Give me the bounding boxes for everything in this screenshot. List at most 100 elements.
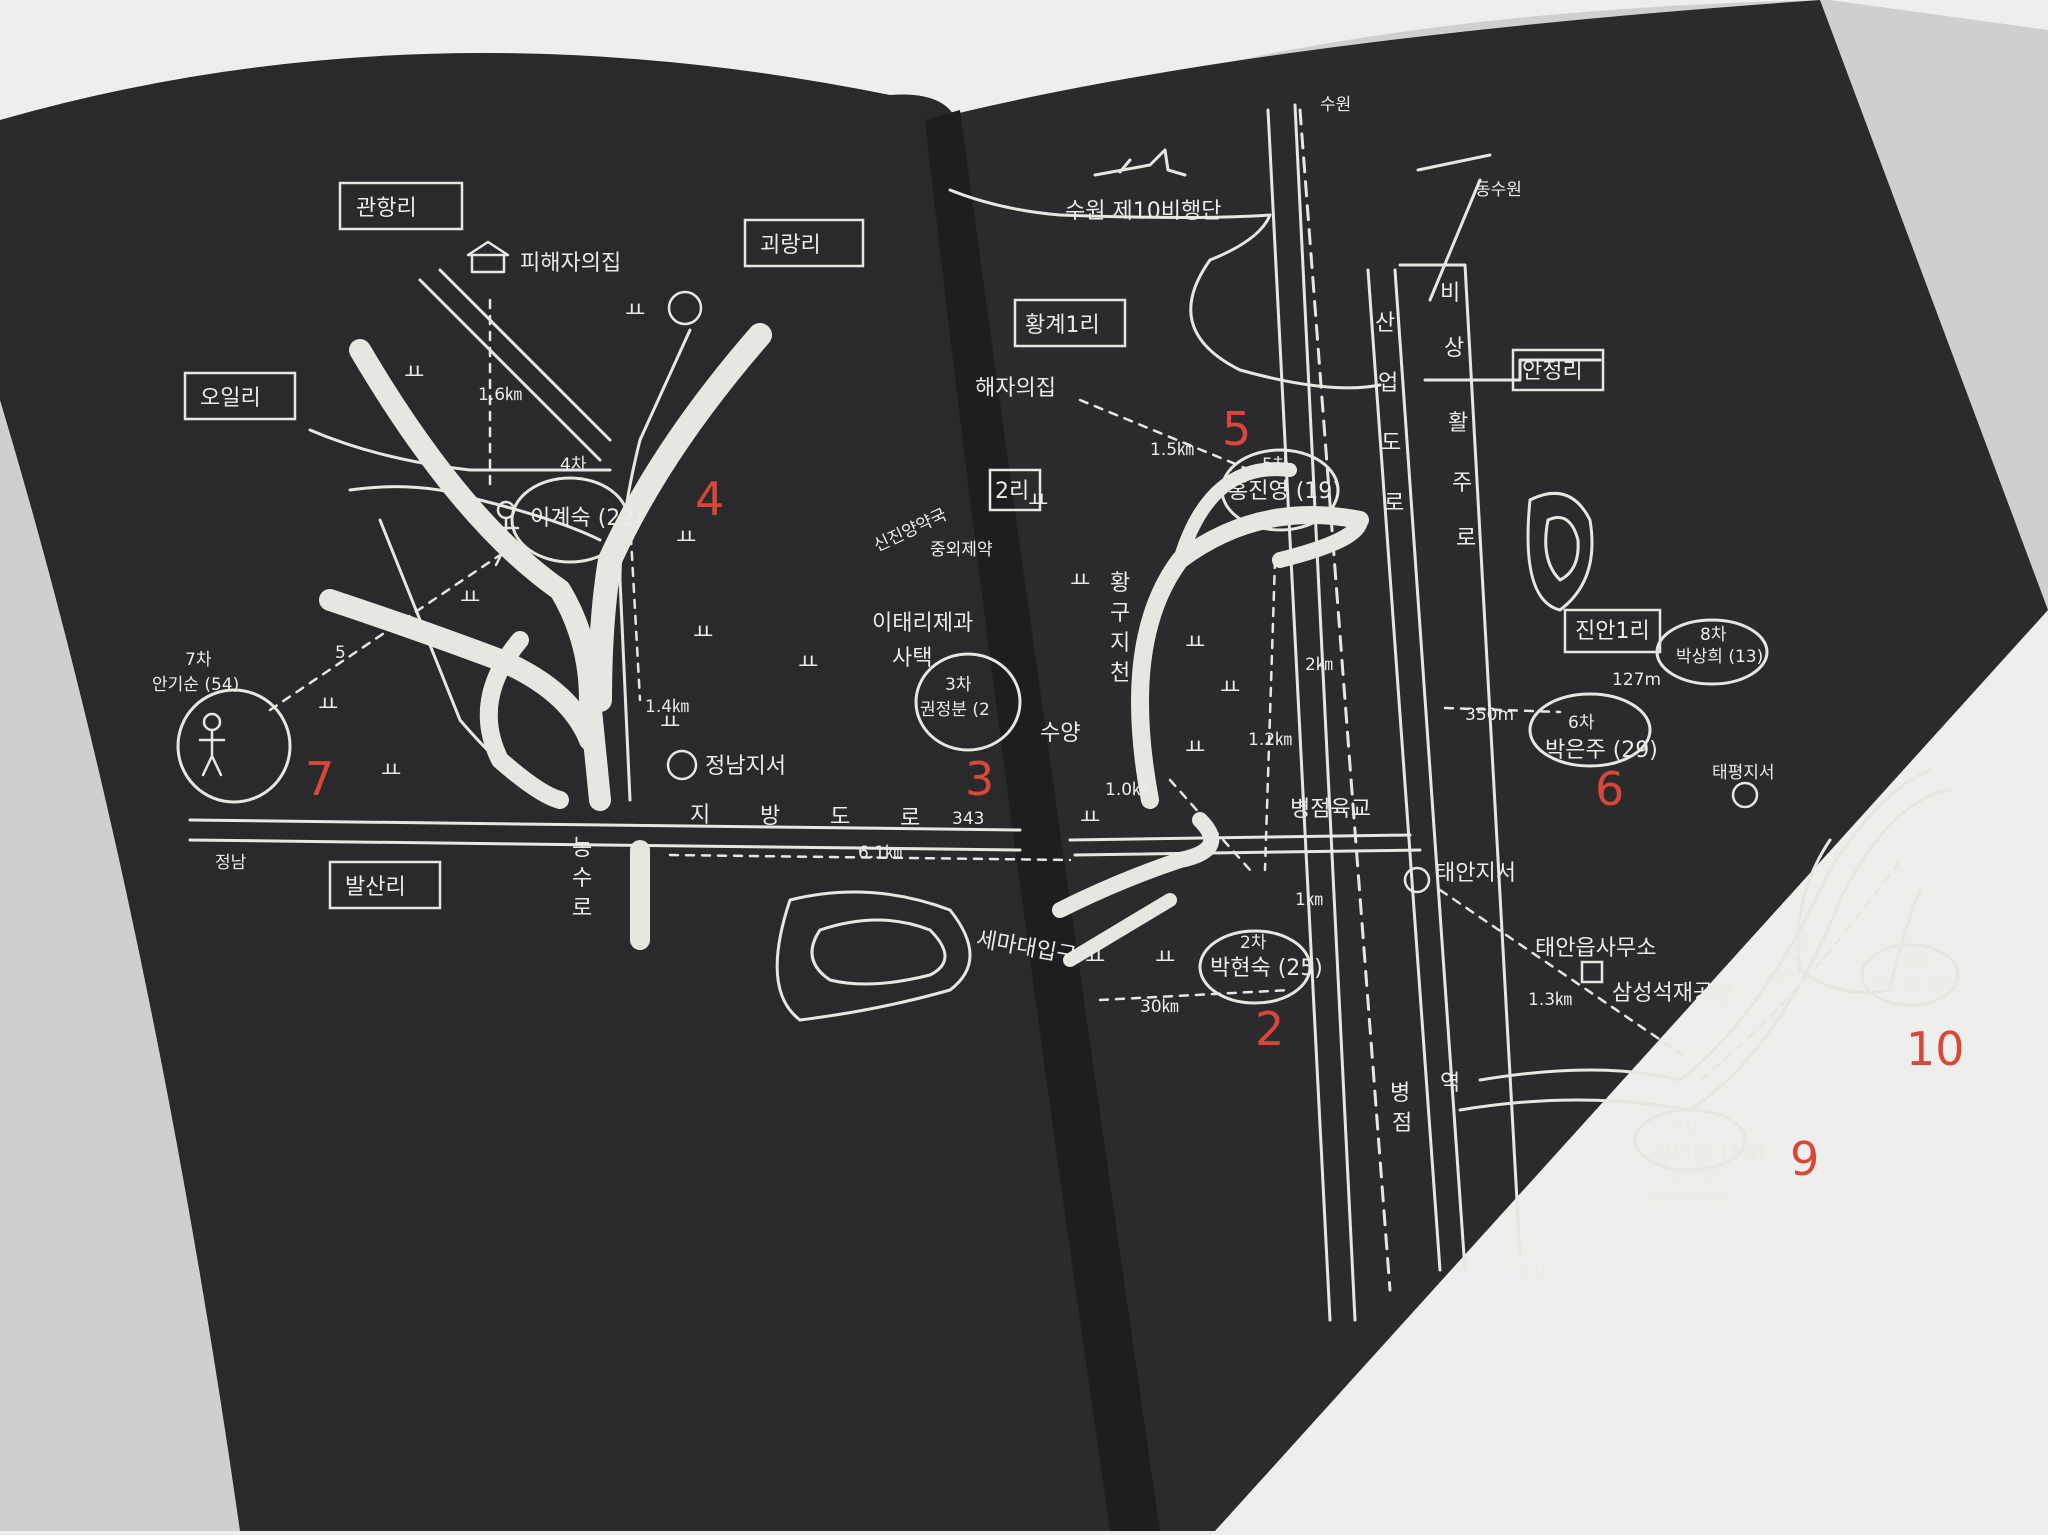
- case7-order: 7차: [185, 650, 212, 670]
- victim-house-label: 피해자의집: [520, 251, 621, 276]
- station-char-2: 점: [1392, 1111, 1412, 1136]
- road-char-3: 도: [830, 805, 850, 830]
- runway-3: 활: [1448, 411, 1468, 436]
- ri2-label: 2리: [995, 479, 1029, 504]
- case7-number: 7: [305, 752, 334, 806]
- case6-number: 6: [1595, 762, 1624, 816]
- case4-name: 이계숙 (22): [530, 506, 643, 531]
- case7-name: 안기순 (54): [152, 675, 239, 695]
- nongsuro-char-1: 농: [572, 836, 592, 861]
- case5-number: 5: [1222, 402, 1251, 456]
- svg-text:ㅛ: ㅛ: [1080, 806, 1100, 831]
- case3-order: 3차: [945, 675, 972, 695]
- air-base-label: 수원 제10비행단: [1065, 199, 1221, 224]
- case4-number: 4: [695, 472, 724, 526]
- paddy-symbols: ㅛ ㅛ ㅛ ㅛ ㅛ ㅛ ㅛ ㅛ ㅛ: [318, 299, 818, 784]
- road-char-1: 지: [690, 803, 710, 828]
- hwanggu-2: 구: [1110, 601, 1130, 626]
- road-number: 343: [952, 809, 984, 829]
- distance-350: 350m: [1465, 705, 1514, 725]
- svg-text:ㅛ: ㅛ: [381, 759, 401, 784]
- road-char-2: 방: [760, 804, 780, 829]
- distance-1-2: 1.2㎞: [1248, 730, 1292, 750]
- suwon-label: 수원: [1320, 95, 1351, 115]
- jungoe-label: 중외제약: [930, 540, 993, 560]
- nongsuro-char-3: 로: [572, 896, 592, 921]
- nongsiri-1: 태안읍: [1670, 1165, 1717, 1185]
- road-char-4: 로: [900, 806, 920, 831]
- barber-label: 이태리제과: [872, 611, 973, 636]
- distance-2: 2㎞: [1305, 655, 1333, 675]
- case4-order: 4차: [560, 455, 587, 475]
- village-oil: 오일리: [200, 386, 261, 411]
- industrial-road-3: 도: [1381, 431, 1401, 456]
- case3-name: 권정분 (2: [920, 700, 990, 720]
- industrial-road-1: 산: [1375, 311, 1395, 336]
- case6-name: 박은주 (29): [1545, 738, 1658, 763]
- svg-text:ㅛ: ㅛ: [318, 693, 338, 718]
- distance-30: 30㎞: [1140, 997, 1179, 1017]
- case5-order: 5차: [1262, 455, 1289, 475]
- case2-order: 2차: [1240, 933, 1267, 953]
- distance-127: 127m: [1612, 670, 1661, 690]
- case8-name: 박상희 (13): [1676, 647, 1763, 667]
- case2-name: 박현숙 (25): [1210, 956, 1323, 981]
- distance-1-6: 1.6㎞: [478, 385, 522, 405]
- runway-4: 주: [1452, 471, 1472, 496]
- village-gwanhang: 관항리: [356, 196, 417, 221]
- village-jinan: 진안1리: [1575, 619, 1650, 644]
- taean-office: 태안읍사무소: [1535, 936, 1656, 961]
- svg-text:ㅛ: ㅛ: [676, 526, 696, 551]
- sataek-label: 사택: [892, 646, 932, 671]
- distance-1-5: 1.5㎞: [1150, 440, 1194, 460]
- hwanggu-1: 황: [1110, 571, 1130, 596]
- case6-order: 6차: [1568, 713, 1595, 733]
- case5-name: 홍진영 (19): [1228, 479, 1341, 504]
- case9-order: 9차: [1672, 1117, 1699, 1137]
- case2-number: 2: [1255, 1002, 1284, 1056]
- taejeong-label: 태평지서: [1712, 763, 1775, 783]
- taean-police: 태안지서: [1435, 861, 1516, 886]
- svg-text:ㅛ: ㅛ: [404, 361, 424, 386]
- right-map: ㅛ ㅛ ㅛ ㅛ ㅛ ㅛ ㅛ ㅛ: [775, 103, 1960, 1322]
- village-hwanggye: 황계1리: [1025, 313, 1100, 338]
- distance-1-4: 1.4㎞: [645, 697, 689, 717]
- distance-1-3: 1.3㎞: [1528, 990, 1572, 1010]
- case3-number: 3: [965, 752, 994, 806]
- jeongnam-label: 정남: [215, 853, 247, 873]
- victim-house-partial: 해자의집: [975, 376, 1056, 401]
- distance-1-0: 1.0㎞: [1105, 780, 1149, 800]
- svg-text:ㅛ: ㅛ: [1185, 631, 1205, 656]
- industrial-road-4: 로: [1384, 491, 1404, 516]
- samsung-factory: 삼성석재공장: [1612, 981, 1733, 1006]
- svg-text:ㅛ: ㅛ: [1155, 946, 1175, 971]
- right-page: [930, 0, 2048, 1531]
- runway-5: 로: [1456, 526, 1476, 551]
- distance-1: 1㎞: [1295, 890, 1323, 910]
- left-map: ㅛ ㅛ ㅛ ㅛ ㅛ ㅛ ㅛ ㅛ ㅛ: [176, 181, 1072, 950]
- case10-name: 권순상 (69): [1872, 975, 1959, 995]
- station-char-3: 역: [1440, 1071, 1460, 1096]
- case9-number: 9: [1790, 1132, 1819, 1186]
- village-goerang: 괴랑리: [760, 233, 821, 258]
- svg-text:ㅛ: ㅛ: [1070, 569, 1090, 594]
- svg-text:ㅛ: ㅛ: [798, 651, 818, 676]
- osan-label: 오산: [1515, 1263, 1547, 1283]
- station-char-1: 병: [1390, 1081, 1410, 1106]
- hwanggu-3: 지: [1110, 631, 1130, 656]
- byeongjeom-bridge: 병점육교: [1290, 797, 1371, 822]
- nongsuro-char-2: 수: [572, 866, 592, 891]
- village-balsan: 발산리: [345, 875, 406, 900]
- svg-text:ㅛ: ㅛ: [693, 621, 713, 646]
- runway-2: 상: [1444, 336, 1464, 361]
- svg-text:ㅛ: ㅛ: [625, 299, 645, 324]
- svg-text:ㅛ: ㅛ: [1185, 736, 1205, 761]
- case10-number: 10: [1906, 1022, 1965, 1076]
- case9-name: 김미정 (13): [1652, 1141, 1765, 1166]
- police-jeongnam: 정남지서: [705, 754, 786, 779]
- svg-text:ㅛ: ㅛ: [1028, 489, 1048, 514]
- svg-text:ㅛ: ㅛ: [660, 711, 680, 736]
- svg-text:ㅛ: ㅛ: [460, 586, 480, 611]
- dongsuwon-label: 동수원: [1475, 180, 1522, 200]
